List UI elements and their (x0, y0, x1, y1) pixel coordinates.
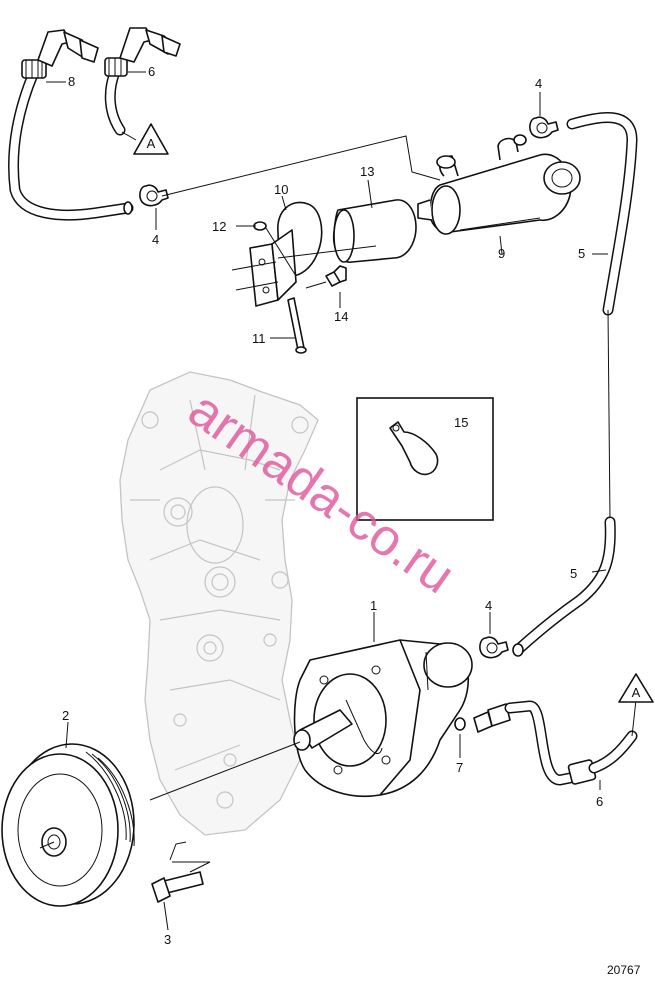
callout-6-top: 6 (148, 64, 155, 79)
hose-clamp-4-top (513, 116, 559, 146)
figure-number: 20767 (607, 963, 641, 977)
callout-15: 15 (454, 415, 468, 430)
callout-9: 9 (498, 246, 505, 261)
nut-12 (253, 221, 297, 277)
callout-labels: 8 6 4 4 10 13 12 11 14 9 5 15 5 4 1 2 7 … (62, 64, 603, 947)
screw-11 (287, 297, 307, 354)
marker-a-top-label: A (147, 136, 156, 151)
hose-clamp-4-left (139, 184, 169, 207)
hose-6-bottom (473, 699, 638, 786)
callout-4-left: 4 (152, 232, 159, 247)
o-ring-7 (454, 717, 466, 731)
callout-11: 11 (252, 331, 266, 346)
callout-5-top: 5 (578, 246, 585, 261)
power-steering-pump-1 (149, 639, 473, 801)
pulley-2 (1, 743, 135, 907)
detail-box-15 (356, 397, 494, 521)
callout-12: 12 (212, 219, 226, 234)
callout-14: 14 (334, 309, 348, 324)
bolt-3 (151, 841, 211, 903)
hose-8 (8, 29, 134, 221)
hose-clamp-4-bottom (479, 636, 509, 659)
callout-5-bottom: 5 (570, 566, 577, 581)
callout-leaders (46, 71, 608, 931)
hose-5 (512, 112, 638, 657)
callout-4-top: 4 (535, 76, 542, 91)
callout-10: 10 (274, 182, 288, 197)
callout-3: 3 (164, 932, 171, 947)
callout-2: 2 (62, 708, 69, 723)
marker-a-bottom-label: A (632, 685, 641, 700)
callout-1: 1 (370, 598, 377, 613)
callout-7: 7 (456, 760, 463, 775)
p-clip-15 (389, 421, 439, 476)
connection-marker-a-top: A (121, 123, 169, 155)
bolt-14 (305, 265, 347, 289)
connection-marker-a-bottom: A (618, 673, 654, 703)
callout-8: 8 (68, 74, 75, 89)
hose-6-top (104, 27, 181, 136)
callout-4-bottom: 4 (485, 598, 492, 613)
callout-6-bottom: 6 (596, 794, 603, 809)
oil-reservoir-9 (417, 137, 581, 235)
engine-bracket-ghost (119, 371, 319, 836)
sleeve-13 (332, 199, 417, 263)
callout-13: 13 (360, 164, 374, 179)
